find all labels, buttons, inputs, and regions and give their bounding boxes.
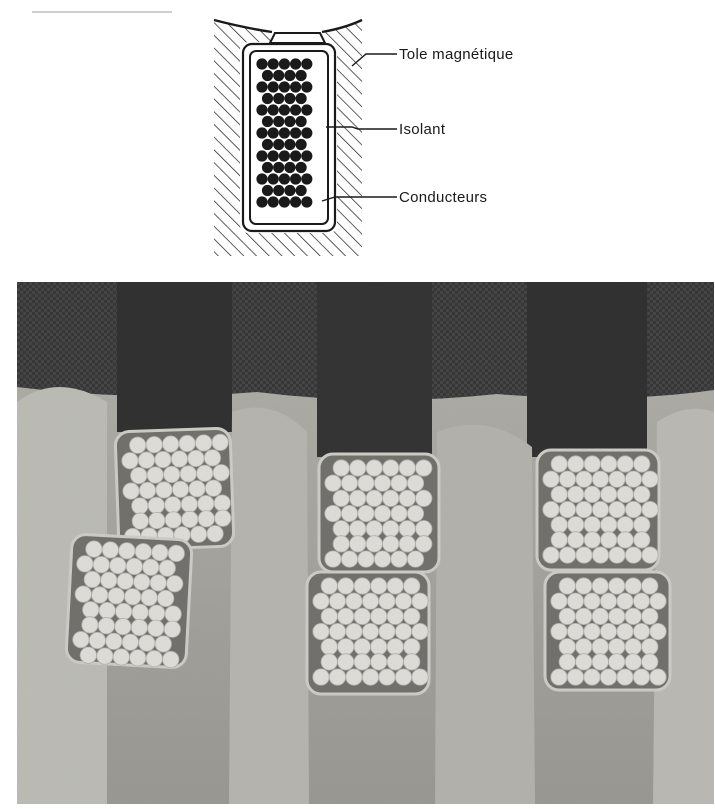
conductor-strand xyxy=(273,185,284,196)
conductor-strand xyxy=(279,150,290,161)
conductor-strand xyxy=(301,58,312,69)
conductor-strand xyxy=(279,104,290,115)
conductor-strand xyxy=(262,70,273,81)
conductor-strand xyxy=(268,104,279,115)
conductor-strand xyxy=(279,81,290,92)
conductor-strand xyxy=(256,127,267,138)
conductor-strand xyxy=(290,196,301,207)
conductor-strand xyxy=(279,196,290,207)
conductor-strand xyxy=(290,58,301,69)
conductor-strand xyxy=(262,139,273,150)
conductor-strand xyxy=(273,116,284,127)
conductor-strand xyxy=(296,70,307,81)
conductor-strand xyxy=(301,127,312,138)
conductor-strand xyxy=(268,196,279,207)
conductor-strand xyxy=(290,104,301,115)
conductor-strand xyxy=(301,104,312,115)
conductor-strand xyxy=(273,70,284,81)
conductor-strand xyxy=(256,58,267,69)
slot-wedge xyxy=(270,33,325,43)
conductor-strand xyxy=(301,81,312,92)
conductor-strand xyxy=(290,173,301,184)
conductor-strand xyxy=(290,81,301,92)
conductor-strand xyxy=(279,127,290,138)
conductor-strand xyxy=(256,173,267,184)
conductor-strand xyxy=(301,173,312,184)
slot-cross-section-diagram: Tole magnétique Isolant Conducteurs xyxy=(0,0,715,270)
conductor-strand xyxy=(284,162,295,173)
conductor-strand xyxy=(268,150,279,161)
conductor-strand xyxy=(284,139,295,150)
conductor-strand xyxy=(262,93,273,104)
conductor-strand xyxy=(273,93,284,104)
conductor-strand xyxy=(256,196,267,207)
conductor-strand xyxy=(284,116,295,127)
conductor-strand xyxy=(268,173,279,184)
conductor-strand xyxy=(284,70,295,81)
conductor-strand xyxy=(296,162,307,173)
conductor-strand xyxy=(262,116,273,127)
conductor-strand xyxy=(290,127,301,138)
conductor-strand xyxy=(273,162,284,173)
conductor-strand xyxy=(296,185,307,196)
conductor-strand xyxy=(262,162,273,173)
conductor-strand xyxy=(256,81,267,92)
conductor-strand xyxy=(279,58,290,69)
label-isolant: Isolant xyxy=(399,121,446,138)
conductor-strand xyxy=(262,185,273,196)
conductor-strand xyxy=(268,58,279,69)
conductor-strand xyxy=(284,93,295,104)
conductor-strand xyxy=(296,93,307,104)
conductor-strand xyxy=(290,150,301,161)
conductor-strand xyxy=(273,139,284,150)
label-tole-magnetique: Tole magnétique xyxy=(399,46,514,63)
conductor-strand xyxy=(301,196,312,207)
conductor-strand xyxy=(296,116,307,127)
conductor-strand xyxy=(268,127,279,138)
conductor-strand xyxy=(268,81,279,92)
stator-slots-photo xyxy=(17,282,714,804)
conductor-strand xyxy=(301,150,312,161)
conductor-strand xyxy=(284,185,295,196)
conductor-strand xyxy=(296,139,307,150)
conductor-strand xyxy=(256,150,267,161)
conductor-strand xyxy=(279,173,290,184)
label-conducteurs: Conducteurs xyxy=(399,189,487,206)
conductor-strand xyxy=(256,104,267,115)
